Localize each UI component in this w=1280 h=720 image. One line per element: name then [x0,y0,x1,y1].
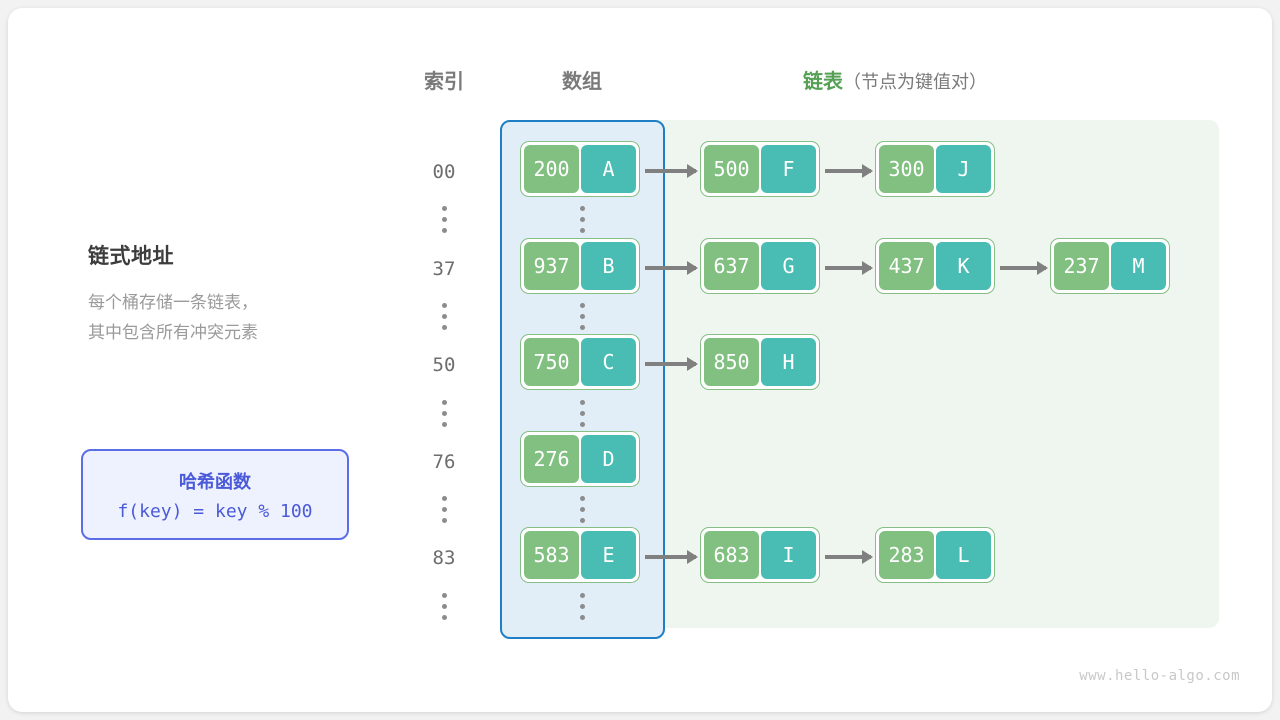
node-key: 437 [879,242,934,290]
node-value: C [581,338,636,386]
hash-function-formula: f(key) = key % 100 [117,500,313,522]
node-value: I [761,531,816,579]
column-header-linked-list: 链表（节点为键值对） [803,65,987,94]
node-key: 850 [704,338,759,386]
diagram-card: 索引 数组 链表（节点为键值对） 链式地址 每个桶存储一条链表， 其中包含所有冲… [8,8,1272,712]
node-value: K [936,242,991,290]
bucket-index-label: 83 [432,547,456,569]
link-arrow-icon [825,550,873,564]
index-ellipsis-icon [434,392,454,434]
link-arrow-icon [645,164,698,178]
node-value: F [761,145,816,193]
node-key: 300 [879,145,934,193]
link-arrow-icon [825,261,873,275]
link-arrow-icon [645,261,698,275]
node-key: 283 [879,531,934,579]
link-arrow-icon [825,164,873,178]
node-value: G [761,242,816,290]
bucket-index-label: 50 [432,354,456,376]
column-header-linked-list-main: 链表 [803,71,843,93]
array-ellipsis-icon [572,488,592,530]
node-value: D [581,435,636,483]
index-ellipsis-icon [434,198,454,240]
watermark: www.hello-algo.com [1079,668,1240,684]
node-value: E [581,531,636,579]
column-header-index: 索引 [424,71,464,93]
column-header-array: 数组 [562,71,602,93]
bucket-index-label: 00 [432,161,456,183]
array-ellipsis-icon [572,392,592,434]
description-body: 每个桶存储一条链表， 其中包含所有冲突元素 [88,293,258,342]
array-ellipsis-icon [572,198,592,240]
node-key: 583 [524,531,579,579]
node-key: 200 [524,145,579,193]
bucket-index-label: 37 [432,258,456,280]
link-arrow-icon [645,357,698,371]
node-value: J [936,145,991,193]
hash-function-box: 哈希函数 f(key) = key % 100 [81,449,349,540]
node-key: 637 [704,242,759,290]
index-ellipsis-icon [434,488,454,530]
bucket-index-label: 76 [432,451,456,473]
column-header-linked-list-sub: （节点为键值对） [843,72,987,92]
index-ellipsis-icon [434,585,454,627]
node-key: 683 [704,531,759,579]
node-value: B [581,242,636,290]
array-ellipsis-icon [572,585,592,627]
node-key: 500 [704,145,759,193]
node-key: 750 [524,338,579,386]
node-key: 237 [1054,242,1109,290]
hash-function-title: 哈希函数 [179,471,251,492]
link-arrow-icon [645,550,698,564]
array-ellipsis-icon [572,295,592,337]
node-value: L [936,531,991,579]
node-value: M [1111,242,1166,290]
link-arrow-icon [1000,261,1048,275]
node-key: 276 [524,435,579,483]
description-title: 链式地址 [88,245,174,268]
node-key: 937 [524,242,579,290]
node-value: H [761,338,816,386]
node-value: A [581,145,636,193]
index-ellipsis-icon [434,295,454,337]
